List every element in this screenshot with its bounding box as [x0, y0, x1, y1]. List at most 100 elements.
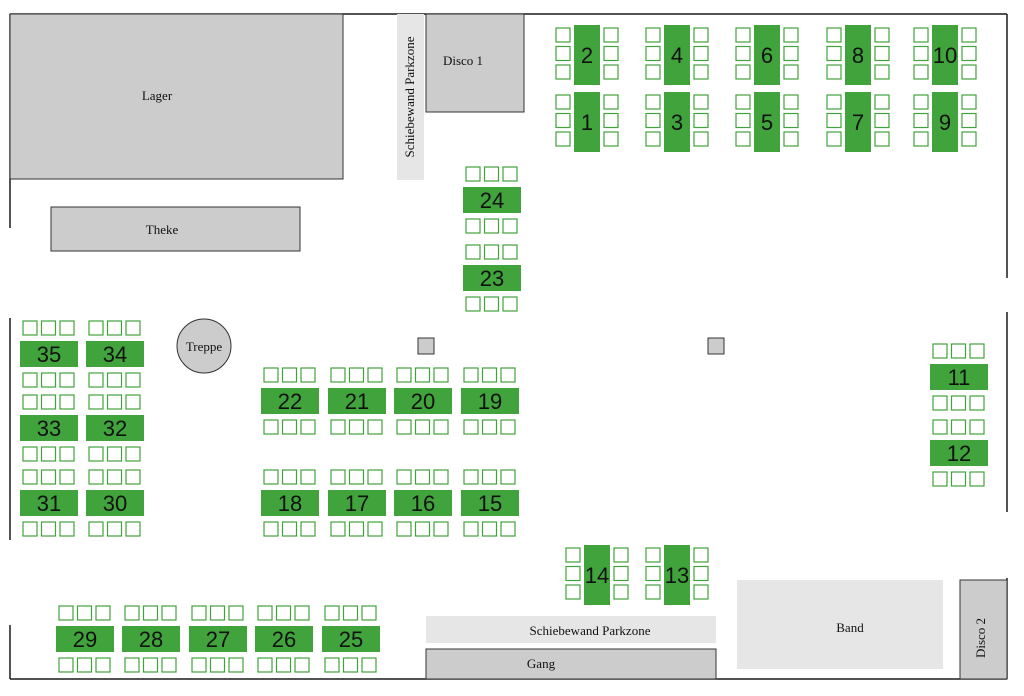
chair-9-2: [913, 131, 929, 147]
chair-1-2: [555, 131, 571, 147]
table-surface: [463, 265, 521, 291]
table-2[interactable]: 2: [555, 25, 619, 85]
chair-28-1: [142, 605, 159, 621]
chair-23-0: [465, 244, 481, 260]
table-11[interactable]: 11: [930, 343, 988, 411]
table-29[interactable]: 29: [56, 605, 114, 673]
table-9[interactable]: 9: [913, 92, 977, 152]
table-28[interactable]: 28: [122, 605, 180, 673]
chair-27-3: [191, 657, 207, 673]
chair-23-1: [483, 244, 500, 260]
table-35[interactable]: 35: [20, 320, 78, 388]
chair-22-2: [300, 367, 316, 383]
table-34[interactable]: 34: [86, 320, 144, 388]
chair-23-2: [502, 244, 518, 260]
chair-34-0: [88, 320, 104, 336]
chair-16-2: [433, 469, 449, 485]
chair-25-5: [361, 657, 377, 673]
chair-15-0: [463, 469, 479, 485]
table-4[interactable]: 4: [645, 25, 709, 85]
table-22[interactable]: 22: [261, 367, 319, 435]
chair-35-2: [59, 320, 75, 336]
chair-14-5: [613, 584, 629, 600]
chair-1-3: [603, 94, 619, 110]
chair-18-2: [300, 469, 316, 485]
table-3[interactable]: 3: [645, 92, 709, 152]
table-number: 1: [581, 110, 593, 135]
table-12[interactable]: 12: [930, 419, 988, 487]
chair-2-2: [555, 64, 571, 80]
table-surface: [394, 388, 452, 414]
chair-5-2: [735, 131, 751, 147]
table-20[interactable]: 20: [394, 367, 452, 435]
chair-5-5: [783, 131, 799, 147]
table-24[interactable]: 24: [463, 166, 521, 234]
table-5[interactable]: 5: [735, 92, 799, 152]
table-10[interactable]: 10: [913, 25, 977, 85]
chair-19-2: [500, 367, 516, 383]
chair-26-5: [294, 657, 310, 673]
chair-11-2: [969, 343, 985, 359]
chair-20-3: [396, 419, 412, 435]
table-23[interactable]: 23: [463, 244, 521, 312]
chair-6-0: [735, 27, 751, 43]
chair-31-1: [40, 469, 57, 485]
chair-6-4: [783, 45, 799, 62]
table-surface: [328, 388, 386, 414]
chair-13-0: [645, 547, 661, 563]
chair-7-2: [826, 131, 842, 147]
chair-2-1: [555, 45, 571, 62]
chair-24-2: [502, 166, 518, 182]
chair-35-5: [59, 372, 75, 388]
table-surface: [56, 626, 114, 652]
band-label: Band: [836, 620, 864, 635]
table-16[interactable]: 16: [394, 469, 452, 537]
table-surface: [664, 92, 690, 152]
chair-2-3: [603, 27, 619, 43]
chair-20-5: [433, 419, 449, 435]
table-32[interactable]: 32: [86, 394, 144, 462]
table-7[interactable]: 7: [826, 92, 890, 152]
table-18[interactable]: 18: [261, 469, 319, 537]
table-14[interactable]: 14: [565, 545, 629, 605]
table-surface: [86, 490, 144, 516]
table-15[interactable]: 15: [461, 469, 519, 537]
table-26[interactable]: 26: [255, 605, 313, 673]
parkzone-bottom-block: [426, 616, 716, 643]
table-17[interactable]: 17: [328, 469, 386, 537]
chair-29-3: [58, 657, 74, 673]
chair-16-3: [396, 521, 412, 537]
table-30[interactable]: 30: [86, 469, 144, 537]
table-27[interactable]: 27: [189, 605, 247, 673]
chair-19-0: [463, 367, 479, 383]
chair-25-3: [324, 657, 340, 673]
chair-6-5: [783, 64, 799, 80]
chair-10-1: [913, 45, 929, 62]
chair-15-5: [500, 521, 516, 537]
chair-31-5: [59, 521, 75, 537]
chair-3-0: [645, 94, 661, 110]
chair-16-4: [414, 521, 431, 537]
chair-12-4: [950, 471, 967, 487]
table-8[interactable]: 8: [826, 25, 890, 85]
table-6[interactable]: 6: [735, 25, 799, 85]
pillar-left: [417, 337, 435, 355]
chair-7-4: [874, 112, 890, 129]
table-25[interactable]: 25: [322, 605, 380, 673]
table-33[interactable]: 33: [20, 394, 78, 462]
disco1-label: Disco 1: [443, 53, 483, 68]
table-31[interactable]: 31: [20, 469, 78, 537]
table-19[interactable]: 19: [461, 367, 519, 435]
chair-4-0: [645, 27, 661, 43]
table-1[interactable]: 1: [555, 92, 619, 152]
table-number: 23: [480, 266, 504, 291]
table-21[interactable]: 21: [328, 367, 386, 435]
chair-29-1: [76, 605, 93, 621]
table-13[interactable]: 13: [645, 545, 709, 605]
chair-23-3: [465, 296, 481, 312]
chair-15-4: [481, 521, 498, 537]
chair-32-2: [125, 394, 141, 410]
chair-30-5: [125, 521, 141, 537]
table-number: 8: [852, 43, 864, 68]
